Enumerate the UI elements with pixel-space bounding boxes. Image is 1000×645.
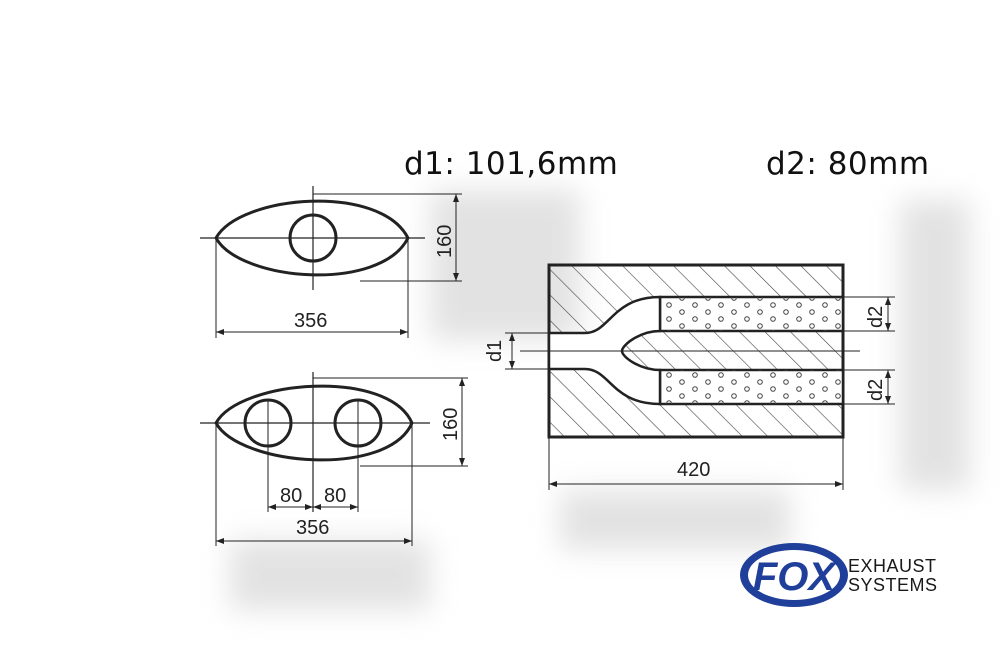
fox-logo: FOX <box>740 543 848 607</box>
brand-line-systems: SYSTEMS <box>848 575 938 595</box>
shadow-bottom-left <box>230 540 430 610</box>
length-dim-label: 420 <box>677 459 710 481</box>
d1-heading: d1: 101,6mm <box>404 146 619 182</box>
height-dim-label: 160 <box>440 408 462 441</box>
top-view-dual-outlet: 160 80 80 356 <box>200 372 468 546</box>
top-view-single-outlet: 160 356 <box>200 186 462 338</box>
d2-heading: d2: 80mm <box>766 146 930 182</box>
d2-bottom-dim-label: d2 <box>865 379 887 401</box>
left-offset-dim-label: 80 <box>280 485 302 507</box>
brand-line-exhaust: EXHAUST <box>848 556 937 576</box>
width-dim-label: 356 <box>294 310 327 332</box>
section-view: d1 d2 d2 420 <box>484 263 895 490</box>
fox-logo-text: FOX <box>753 555 838 599</box>
d1-dim-label: d1 <box>484 340 506 362</box>
shadow-right <box>900 200 970 490</box>
width-dim-label: 356 <box>296 517 329 539</box>
right-offset-dim-label: 80 <box>324 485 346 507</box>
d2-top-dim-label: d2 <box>865 306 887 328</box>
height-dim-label: 160 <box>434 225 456 258</box>
shadow-section-bottom <box>560 490 790 550</box>
